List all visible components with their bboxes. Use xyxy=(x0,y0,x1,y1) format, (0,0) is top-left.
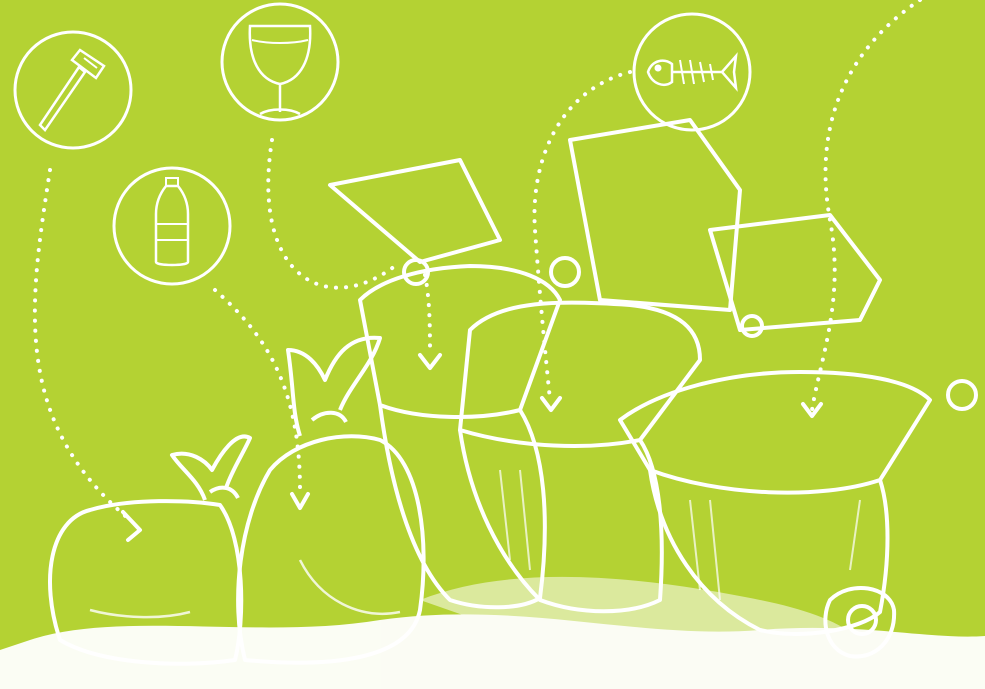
waste-sorting-illustration xyxy=(0,0,985,689)
illustration-canvas xyxy=(0,0,985,689)
